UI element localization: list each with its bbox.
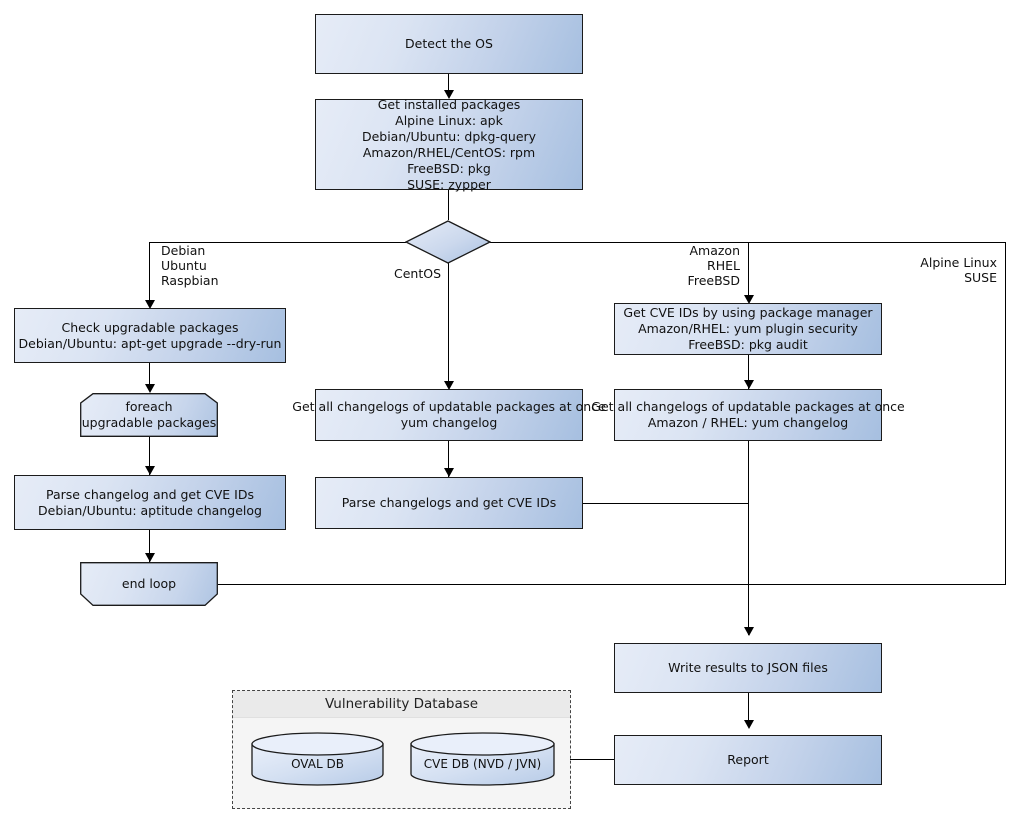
edge-label-amazon: Amazon RHEL FreeBSD [687,243,740,288]
centos-changelog-line-2: yum changelog [400,415,498,430]
node-write-results[interactable]: Write results to JSON files [614,643,882,693]
connector-foreach-to-parse [149,437,151,475]
cve-pkgmgr-line-1: Get CVE IDs by using package manager [623,305,873,320]
oval-db-label: OVAL DB [291,757,344,771]
node-detect-os-label: Detect the OS [405,36,493,51]
connector-write-to-report [748,693,750,727]
pkg-line-1: Get installed packages [377,96,521,112]
arrowhead-to-parse-changelogs-centos [443,468,454,477]
node-report[interactable]: Report [614,735,882,785]
database-cve-db[interactable]: CVE DB (NVD / JVN) [410,732,555,786]
pkg-line-3: Debian/Ubuntu: dpkg-query [361,128,537,144]
edge-label-debian: Debian Ubuntu Raspbian [161,243,219,288]
connector-parse-to-endloop [149,530,151,562]
rhel-changelog-line-2: Amazon / RHEL: yum changelog [647,415,849,430]
connector-parse-centos-to-trunk [583,502,749,504]
edge-label-centos: CentOS [393,266,441,281]
arrowhead-to-end-loop [144,553,155,562]
edge-label-alpine: Alpine Linux SUSE [920,255,997,285]
foreach-line-1: foreach [125,399,173,414]
check-upgradable-line-2: Debian/Ubuntu: apt-get upgrade --dry-run [18,335,282,351]
arrowhead-debian-branch [144,300,155,309]
connector-cve-pkgmgr-to-changelogs [748,355,750,389]
node-get-changelogs-rhel[interactable]: Get all changelogs of updatable packages… [591,389,905,441]
arrowhead-to-write-results [743,627,754,636]
pkg-line-5: FreeBSD: pkg [407,160,491,176]
connector-check-to-foreach [149,363,151,389]
pkg-line-2: Alpine Linux: apk [395,112,503,128]
cve-pkgmgr-line-2: Amazon/RHEL: yum plugin security [638,321,858,336]
connector-centos-changelog-to-parse [448,441,450,477]
report-label: Report [727,752,769,767]
connector-detect-to-packages [448,74,450,93]
node-parse-changelog-debian[interactable]: Parse changelog and get CVE IDs Debian/U… [14,475,286,530]
connector-amazon-down [748,241,750,299]
node-check-upgradable[interactable]: Check upgradable packages Debian/Ubuntu:… [14,308,286,363]
end-loop-label: end loop [121,576,177,591]
connector-main-trunk-down [748,441,750,635]
cve-pkgmgr-line-3: FreeBSD: pkg audit [688,337,808,352]
node-get-installed-packages[interactable]: Get installed packages Alpine Linux: apk… [315,96,583,192]
parse-deb-line-1: Parse changelog and get CVE IDs [46,486,254,502]
node-detect-os[interactable]: Detect the OS [315,14,583,74]
connector-packages-to-decision [448,190,450,220]
node-get-cve-ids-package-manager[interactable]: Get CVE IDs by using package manager Ama… [614,303,882,355]
cve-db-label: CVE DB (NVD / JVN) [423,757,542,771]
node-parse-changelogs-centos[interactable]: Parse changelogs and get CVE IDs [315,477,583,529]
node-get-changelogs-centos[interactable]: Get all changelogs of updatable packages… [292,389,606,441]
check-upgradable-line-1: Check upgradable packages [61,319,239,335]
connector-centos-down [448,263,450,385]
rhel-changelog-line-1: Get all changelogs of updatable packages… [591,399,905,414]
arrowhead-to-rhel-changelogs [743,380,754,389]
arrowhead-to-parse-changelog [144,466,155,475]
arrowhead-to-foreach [144,384,155,393]
arrowhead-to-report [743,720,754,729]
connector-decision-left-bus [149,241,406,243]
arrowhead-to-packages [443,90,454,99]
node-end-loop[interactable]: end loop [80,562,218,606]
parse-centos-label: Parse changelogs and get CVE IDs [341,495,557,510]
centos-changelog-line-1: Get all changelogs of updatable packages… [292,399,606,414]
connector-debian-down [149,241,151,304]
connector-db-to-report [570,759,615,761]
connector-alpine-down [1005,241,1007,585]
pkg-line-6: SUSE: zypper [407,176,491,192]
group-title-vulnerability-database: Vulnerability Database [233,691,570,718]
database-oval-db[interactable]: OVAL DB [251,732,384,786]
node-foreach-loop[interactable]: foreach upgradable packages [80,393,218,437]
write-results-label: Write results to JSON files [668,660,828,675]
foreach-line-2: upgradable packages [81,415,217,430]
arrowhead-amazon-branch [743,295,754,304]
connector-endloop-right [218,583,1006,585]
arrowhead-centos-branch [443,381,454,390]
node-os-decision[interactable] [405,220,491,264]
parse-deb-line-2: Debian/Ubuntu: aptitude changelog [38,502,262,518]
pkg-line-4: Amazon/RHEL/CentOS: rpm [362,144,536,160]
